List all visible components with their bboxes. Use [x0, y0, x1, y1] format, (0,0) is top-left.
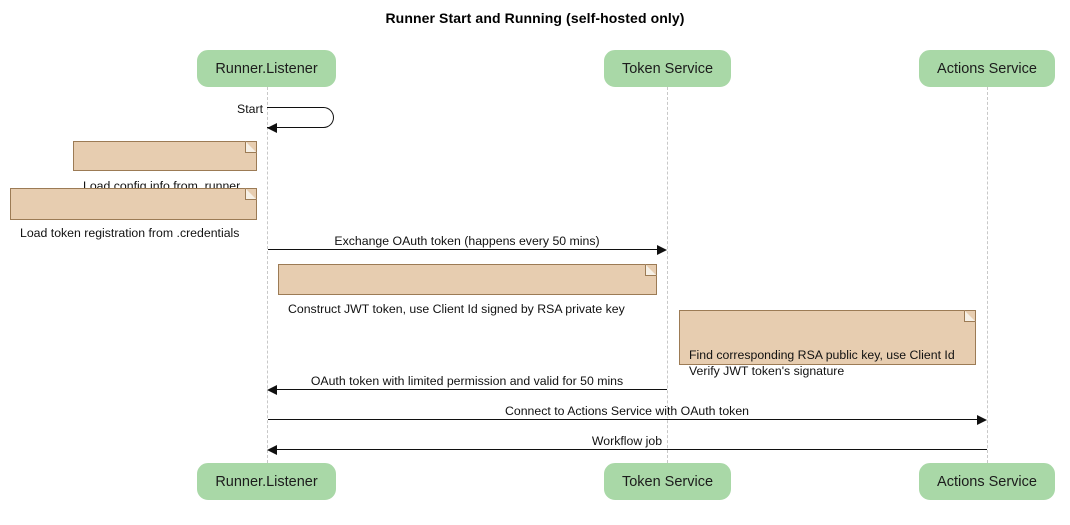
message-label-start: Start — [237, 102, 263, 116]
note-load-token-registration: Load token registration from .credential… — [10, 188, 257, 240]
participant-label: Token Service — [621, 60, 714, 77]
participant-token-service-top[interactable]: Token Service — [604, 50, 731, 87]
note-load-config-info: Load config info from .runner — [73, 141, 257, 193]
participant-runner-listener-top[interactable]: Runner.Listener — [197, 50, 336, 87]
note-fold-corner-icon — [245, 141, 257, 153]
participant-actions-service-top[interactable]: Actions Service — [919, 50, 1055, 87]
participant-label: Runner.Listener — [215, 473, 318, 490]
message-line-workflow-job — [276, 449, 987, 450]
lifeline-actions — [987, 87, 988, 463]
note-text: Load token registration from .credential… — [20, 226, 240, 240]
note-construct-jwt-token: Construct JWT token, use Client Id signe… — [278, 264, 657, 316]
message-label-connect-actions: Connect to Actions Service with OAuth to… — [504, 404, 750, 418]
message-line-oauth-token-reply — [276, 389, 667, 390]
note-fold-corner-icon — [645, 264, 657, 276]
note-fold-corner-icon — [245, 188, 257, 200]
participant-label: Runner.Listener — [215, 60, 318, 77]
note-fold-corner-icon — [964, 310, 976, 322]
message-line-exchange-oauth — [268, 249, 659, 250]
arrow-head-oauth-token-reply — [267, 384, 277, 395]
arrow-head-connect-actions — [977, 414, 987, 425]
participant-token-service-bottom[interactable]: Token Service — [604, 463, 731, 500]
note-verify-jwt-signature: Find corresponding RSA public key, use C… — [679, 310, 976, 378]
diagram-title: Runner Start and Running (self-hosted on… — [385, 10, 685, 26]
message-label-exchange-oauth: Exchange OAuth token (happens every 50 m… — [334, 234, 600, 248]
participant-actions-service-bottom[interactable]: Actions Service — [919, 463, 1055, 500]
message-label-oauth-token-reply: OAuth token with limited permission and … — [310, 374, 624, 388]
lifeline-runner — [267, 87, 268, 463]
arrow-head-start — [267, 122, 277, 133]
participant-label: Actions Service — [937, 473, 1037, 490]
message-label-workflow-job: Workflow job — [591, 434, 663, 448]
participant-label: Actions Service — [937, 60, 1037, 77]
message-line-connect-actions — [268, 419, 979, 420]
arrow-head-workflow-job — [267, 444, 277, 455]
arrow-head-exchange-oauth — [657, 244, 667, 255]
note-text: Construct JWT token, use Client Id signe… — [288, 302, 625, 316]
participant-label: Token Service — [621, 473, 714, 490]
self-loop-start — [267, 107, 334, 128]
participant-runner-listener-bottom[interactable]: Runner.Listener — [197, 463, 336, 500]
note-text: Find corresponding RSA public key, use C… — [689, 348, 955, 378]
lifeline-token — [667, 87, 668, 463]
